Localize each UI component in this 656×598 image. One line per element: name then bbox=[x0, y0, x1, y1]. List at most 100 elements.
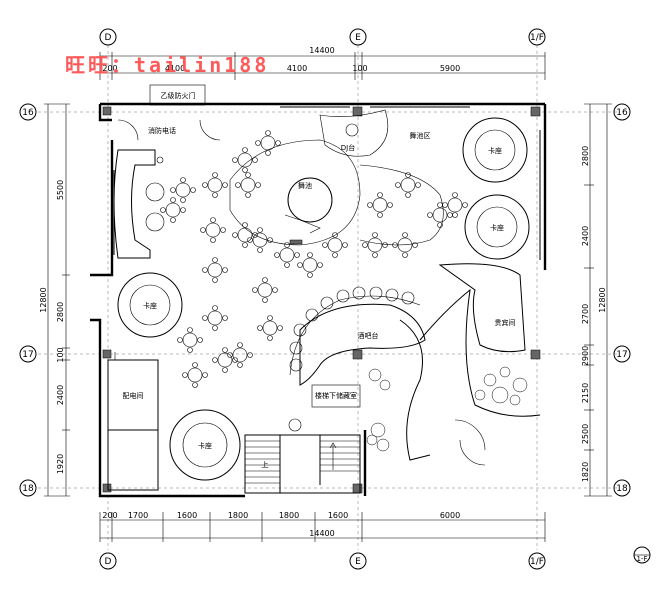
columns bbox=[102, 106, 541, 494]
chair bbox=[210, 237, 216, 243]
dimension-bottom: 200 1700 1600 1800 1800 1600 6000 14400 bbox=[99, 511, 546, 542]
chair bbox=[267, 315, 273, 321]
electric-room-label: 配电间 bbox=[123, 391, 144, 400]
dim-right-total: 12800 bbox=[598, 287, 607, 312]
table bbox=[447, 197, 463, 213]
chair bbox=[190, 187, 196, 193]
chair bbox=[212, 277, 218, 283]
sheet-mark-label: 1-F bbox=[636, 555, 647, 563]
fire-door-label: 乙级防火门 bbox=[161, 91, 196, 100]
dim-right-4: 2900 bbox=[581, 346, 590, 366]
grid-lines bbox=[38, 45, 618, 550]
chair bbox=[222, 367, 228, 373]
bar-counter: 酒吧台 bbox=[289, 286, 426, 386]
table bbox=[432, 207, 448, 223]
chair bbox=[377, 192, 383, 198]
chair bbox=[252, 287, 258, 293]
booth-label-2: 卡座 bbox=[490, 223, 504, 232]
table bbox=[165, 202, 181, 218]
chair bbox=[222, 347, 228, 353]
chair bbox=[242, 167, 248, 173]
chair bbox=[255, 182, 261, 188]
chair bbox=[232, 357, 238, 363]
chair bbox=[187, 347, 193, 353]
dim-bottom-6: 1600 bbox=[328, 511, 348, 520]
chair bbox=[177, 337, 183, 343]
chair bbox=[232, 232, 238, 238]
dim-left-3: 100 bbox=[56, 347, 65, 362]
chair bbox=[405, 192, 411, 198]
chair bbox=[265, 150, 271, 156]
dim-top-total: 14400 bbox=[309, 46, 334, 55]
chair bbox=[212, 325, 218, 331]
chair bbox=[372, 252, 378, 258]
left-counter bbox=[113, 149, 165, 259]
chair bbox=[437, 222, 443, 228]
chair bbox=[372, 232, 378, 238]
chair bbox=[447, 212, 453, 218]
chair bbox=[192, 382, 198, 388]
chair bbox=[247, 352, 253, 358]
dim-top-2: 4100 bbox=[165, 64, 185, 73]
dj-label: DJ台 bbox=[341, 143, 355, 152]
dim-right-7: 1820 bbox=[581, 462, 590, 482]
table bbox=[237, 227, 253, 243]
table bbox=[175, 182, 191, 198]
chair bbox=[220, 227, 226, 233]
chair bbox=[332, 252, 338, 258]
axis-bubbles: D E 1/F D E 1/F 16 17 18 16 17 18 bbox=[19, 28, 631, 570]
chair bbox=[192, 362, 198, 368]
dimension-left: 12800 5500 2800 100 2400 1920 bbox=[39, 103, 70, 497]
chair bbox=[387, 202, 393, 208]
chair bbox=[222, 267, 228, 273]
chair bbox=[252, 157, 258, 163]
table bbox=[217, 352, 233, 368]
chair bbox=[200, 227, 206, 233]
dim-top-1: 200 bbox=[102, 64, 117, 73]
booth-label-4: 卡座 bbox=[198, 441, 212, 450]
dimension-right: 2800 2400 2700 2900 2150 2500 1820 12800 bbox=[581, 103, 612, 497]
chair bbox=[284, 262, 290, 268]
dim-bottom-1: 200 bbox=[102, 511, 117, 520]
entry-fire-door: 乙级防火门 消防电话 bbox=[117, 84, 221, 141]
chair bbox=[187, 327, 193, 333]
axis-17-right: 17 bbox=[616, 350, 627, 360]
table bbox=[302, 257, 318, 273]
chair bbox=[257, 247, 263, 253]
table bbox=[205, 222, 221, 238]
axis-d-bottom: D bbox=[105, 557, 112, 567]
dim-top-3: 4100 bbox=[287, 64, 307, 73]
chair bbox=[257, 325, 263, 331]
dim-right-5: 2150 bbox=[581, 383, 590, 403]
table bbox=[327, 237, 343, 253]
right-garden: 贵宾间 bbox=[366, 263, 541, 466]
chair bbox=[232, 157, 238, 163]
table bbox=[257, 282, 273, 298]
table bbox=[237, 152, 253, 168]
chair bbox=[170, 197, 176, 203]
chair bbox=[367, 202, 373, 208]
chair bbox=[405, 172, 411, 178]
dim-top-4: 100 bbox=[352, 64, 367, 73]
stair-up-label: 上 bbox=[262, 460, 269, 469]
dim-bottom-total: 14400 bbox=[309, 529, 334, 538]
chair bbox=[437, 202, 443, 208]
chair bbox=[222, 315, 228, 321]
axis-f-top: 1/F bbox=[530, 33, 544, 43]
axis-e-bottom: E bbox=[355, 557, 361, 567]
chair bbox=[294, 252, 300, 258]
chair bbox=[212, 305, 218, 311]
table bbox=[397, 237, 413, 253]
chair bbox=[415, 182, 421, 188]
chair bbox=[267, 237, 273, 243]
table bbox=[187, 367, 203, 383]
chair bbox=[277, 325, 283, 331]
chair bbox=[222, 182, 228, 188]
smoke-room-label: 消防电话 bbox=[148, 126, 176, 135]
axis-18-left: 18 bbox=[22, 484, 34, 494]
dim-top-5: 5900 bbox=[440, 64, 460, 73]
chair bbox=[212, 257, 218, 263]
chair bbox=[235, 182, 241, 188]
axis-e-top: E bbox=[355, 33, 361, 43]
